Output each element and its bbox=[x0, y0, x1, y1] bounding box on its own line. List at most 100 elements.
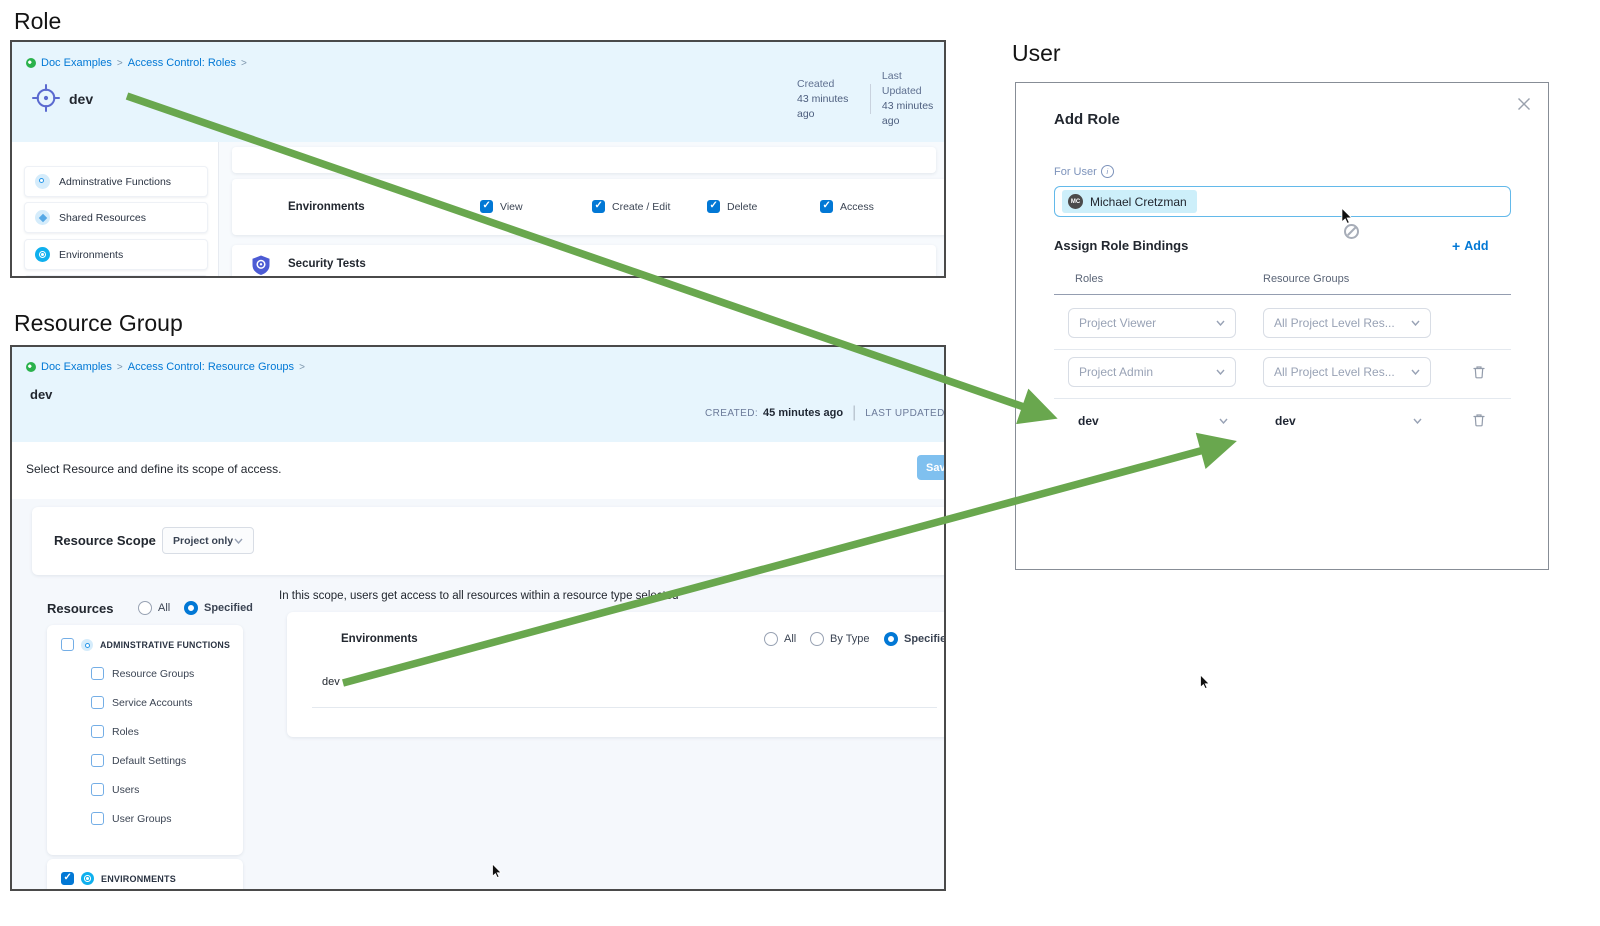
user-section-title: User bbox=[1012, 40, 1061, 66]
resource-groups-column-header: Resource Groups bbox=[1263, 273, 1350, 285]
all-radio-label: All bbox=[158, 602, 171, 614]
breadcrumb-access-control-roles[interactable]: Access Control: Roles bbox=[127, 57, 236, 69]
project-icon bbox=[26, 362, 36, 372]
role-dropdown-dev-value[interactable]: dev bbox=[1078, 414, 1099, 428]
roles-checkbox[interactable] bbox=[91, 725, 104, 738]
environments-icon bbox=[35, 247, 50, 262]
environments-checkbox[interactable] bbox=[61, 872, 74, 885]
chevron-down-icon[interactable] bbox=[1413, 418, 1422, 424]
access-checkbox[interactable] bbox=[820, 200, 833, 213]
environments-scope-card: Environments All By Type Specified dev bbox=[287, 612, 944, 737]
created-value: 45 minutes ago bbox=[763, 407, 844, 419]
user-chip[interactable]: MC Michael Cretzman bbox=[1062, 190, 1197, 213]
chevron-down-icon bbox=[234, 538, 243, 544]
role-dropdown-project-admin[interactable]: Project Admin bbox=[1068, 357, 1236, 387]
role-dropdown-project-viewer[interactable]: Project Viewer bbox=[1068, 308, 1236, 338]
create-edit-checkbox[interactable] bbox=[592, 200, 605, 213]
chevron-down-icon[interactable] bbox=[1219, 418, 1228, 424]
rg-dropdown-dev-value[interactable]: dev bbox=[1275, 414, 1296, 428]
add-role-dialog: Add Role For User i MC Michael Cretzman … bbox=[1015, 82, 1549, 570]
rg-toolbar: Select Resource and define its scope of … bbox=[12, 442, 944, 500]
tree-item-label: Default Settings bbox=[112, 754, 187, 767]
add-binding-button[interactable]: + Add bbox=[1452, 238, 1489, 254]
info-icon[interactable]: i bbox=[1100, 165, 1114, 178]
created-label: Created bbox=[797, 77, 835, 90]
tree-item-resource-groups[interactable]: Resource Groups bbox=[91, 667, 194, 680]
view-checkbox[interactable] bbox=[480, 200, 493, 213]
sidebar-item-partial[interactable] bbox=[24, 275, 208, 276]
permission-resource-label: Security Tests bbox=[288, 258, 366, 270]
tree-item-label: Resource Groups bbox=[112, 667, 195, 680]
tree-parent-admin-functions[interactable]: ADMINSTRATIVE FUNCTIONS bbox=[61, 638, 230, 651]
all-radio[interactable] bbox=[138, 601, 152, 615]
role-permissions-area: Environments View Create / Edit Delete bbox=[218, 142, 944, 276]
user-groups-checkbox[interactable] bbox=[91, 812, 104, 825]
scope-mode-by-type[interactable]: By Type bbox=[810, 632, 870, 646]
breadcrumb-doc-examples[interactable]: Doc Examples bbox=[41, 57, 112, 69]
close-icon[interactable] bbox=[1517, 97, 1531, 111]
resource-scope-card: Resource Scope Project only bbox=[32, 507, 944, 575]
breadcrumb-separator: > bbox=[116, 57, 123, 69]
add-label: Add bbox=[1464, 239, 1489, 253]
tree-parent-environments[interactable]: ENVIRONMENTS bbox=[61, 872, 176, 885]
tree-item-users[interactable]: Users bbox=[91, 783, 139, 796]
breadcrumb-doc-examples[interactable]: Doc Examples bbox=[41, 361, 112, 373]
resources-mode-all[interactable]: All bbox=[138, 601, 170, 615]
service-accounts-checkbox[interactable] bbox=[91, 696, 104, 709]
tree-item-roles[interactable]: Roles bbox=[91, 725, 139, 738]
rg-dropdown-all-project-2[interactable]: All Project Level Res... bbox=[1263, 357, 1431, 387]
user-chip-name: Michael Cretzman bbox=[1090, 194, 1187, 209]
sidebar-item-administrative-functions[interactable]: Adminstrative Functions bbox=[24, 166, 208, 197]
sidebar-item-shared-resources[interactable]: Shared Resources bbox=[24, 202, 208, 233]
project-icon bbox=[26, 58, 36, 68]
resources-label: Resources bbox=[47, 601, 114, 616]
scope-mode-all[interactable]: All bbox=[764, 632, 796, 646]
avatar: MC bbox=[1068, 194, 1083, 209]
by-type-radio[interactable] bbox=[810, 632, 824, 646]
role-dropdown-value: Project Viewer bbox=[1079, 316, 1157, 330]
sidebar-item-label: Adminstrative Functions bbox=[59, 175, 172, 188]
save-button[interactable]: Save bbox=[917, 455, 946, 480]
tree-item-default-settings[interactable]: Default Settings bbox=[91, 754, 186, 767]
rg-dropdown-all-project-1[interactable]: All Project Level Res... bbox=[1263, 308, 1431, 338]
delete-binding-icon[interactable] bbox=[1471, 412, 1487, 428]
last-updated-label: LAST UPDATED: bbox=[865, 407, 946, 419]
tree-item-service-accounts[interactable]: Service Accounts bbox=[91, 696, 193, 709]
role-section-title: Role bbox=[14, 8, 62, 34]
rg-meta: CREATED: 45 minutes ago | LAST UPDATED: bbox=[705, 404, 946, 422]
specified-radio-label: Specified bbox=[204, 602, 253, 614]
resources-mode-specified[interactable]: Specified bbox=[184, 601, 253, 615]
resource-group-section-title: Resource Group bbox=[14, 310, 183, 336]
administrative-functions-checkbox[interactable] bbox=[61, 638, 74, 651]
plus-icon: + bbox=[1452, 238, 1461, 254]
sidebar-item-environments[interactable]: Environments bbox=[24, 239, 208, 270]
divider bbox=[1054, 398, 1511, 399]
resource-scope-dropdown[interactable]: Project only bbox=[162, 527, 254, 554]
tree-item-label: Service Accounts bbox=[112, 696, 193, 709]
breadcrumb-separator: > bbox=[240, 57, 247, 69]
role-body: Adminstrative Functions Shared Resources… bbox=[12, 142, 944, 276]
last-updated-value: 43 minutes ago bbox=[881, 100, 934, 127]
users-checkbox[interactable] bbox=[91, 783, 104, 796]
all-radio[interactable] bbox=[764, 632, 778, 646]
dialog-title: Add Role bbox=[1054, 111, 1120, 128]
default-settings-checkbox[interactable] bbox=[91, 754, 104, 767]
delete-binding-icon[interactable] bbox=[1471, 364, 1487, 380]
resource-groups-checkbox[interactable] bbox=[91, 667, 104, 680]
user-select-input[interactable]: MC Michael Cretzman bbox=[1054, 186, 1511, 217]
save-button-label: Save bbox=[926, 461, 946, 474]
specified-radio[interactable] bbox=[184, 601, 198, 615]
breadcrumb-separator: > bbox=[116, 361, 123, 373]
permissions-row-environments: Environments View Create / Edit Delete bbox=[232, 179, 944, 235]
specified-radio[interactable] bbox=[884, 632, 898, 646]
for-user-label-row: For User i bbox=[1054, 165, 1114, 178]
divider bbox=[312, 707, 937, 708]
breadcrumb-access-control-resource-groups[interactable]: Access Control: Resource Groups bbox=[127, 361, 295, 373]
tree-item-user-groups[interactable]: User Groups bbox=[91, 812, 172, 825]
meta-divider: | bbox=[852, 404, 857, 421]
delete-checkbox[interactable] bbox=[707, 200, 720, 213]
role-target-icon bbox=[32, 84, 60, 112]
scope-mode-specified[interactable]: Specified bbox=[884, 632, 944, 646]
role-title: dev bbox=[69, 91, 94, 107]
role-meta: Created 43 minutes ago Last Updated 43 m… bbox=[797, 69, 944, 129]
